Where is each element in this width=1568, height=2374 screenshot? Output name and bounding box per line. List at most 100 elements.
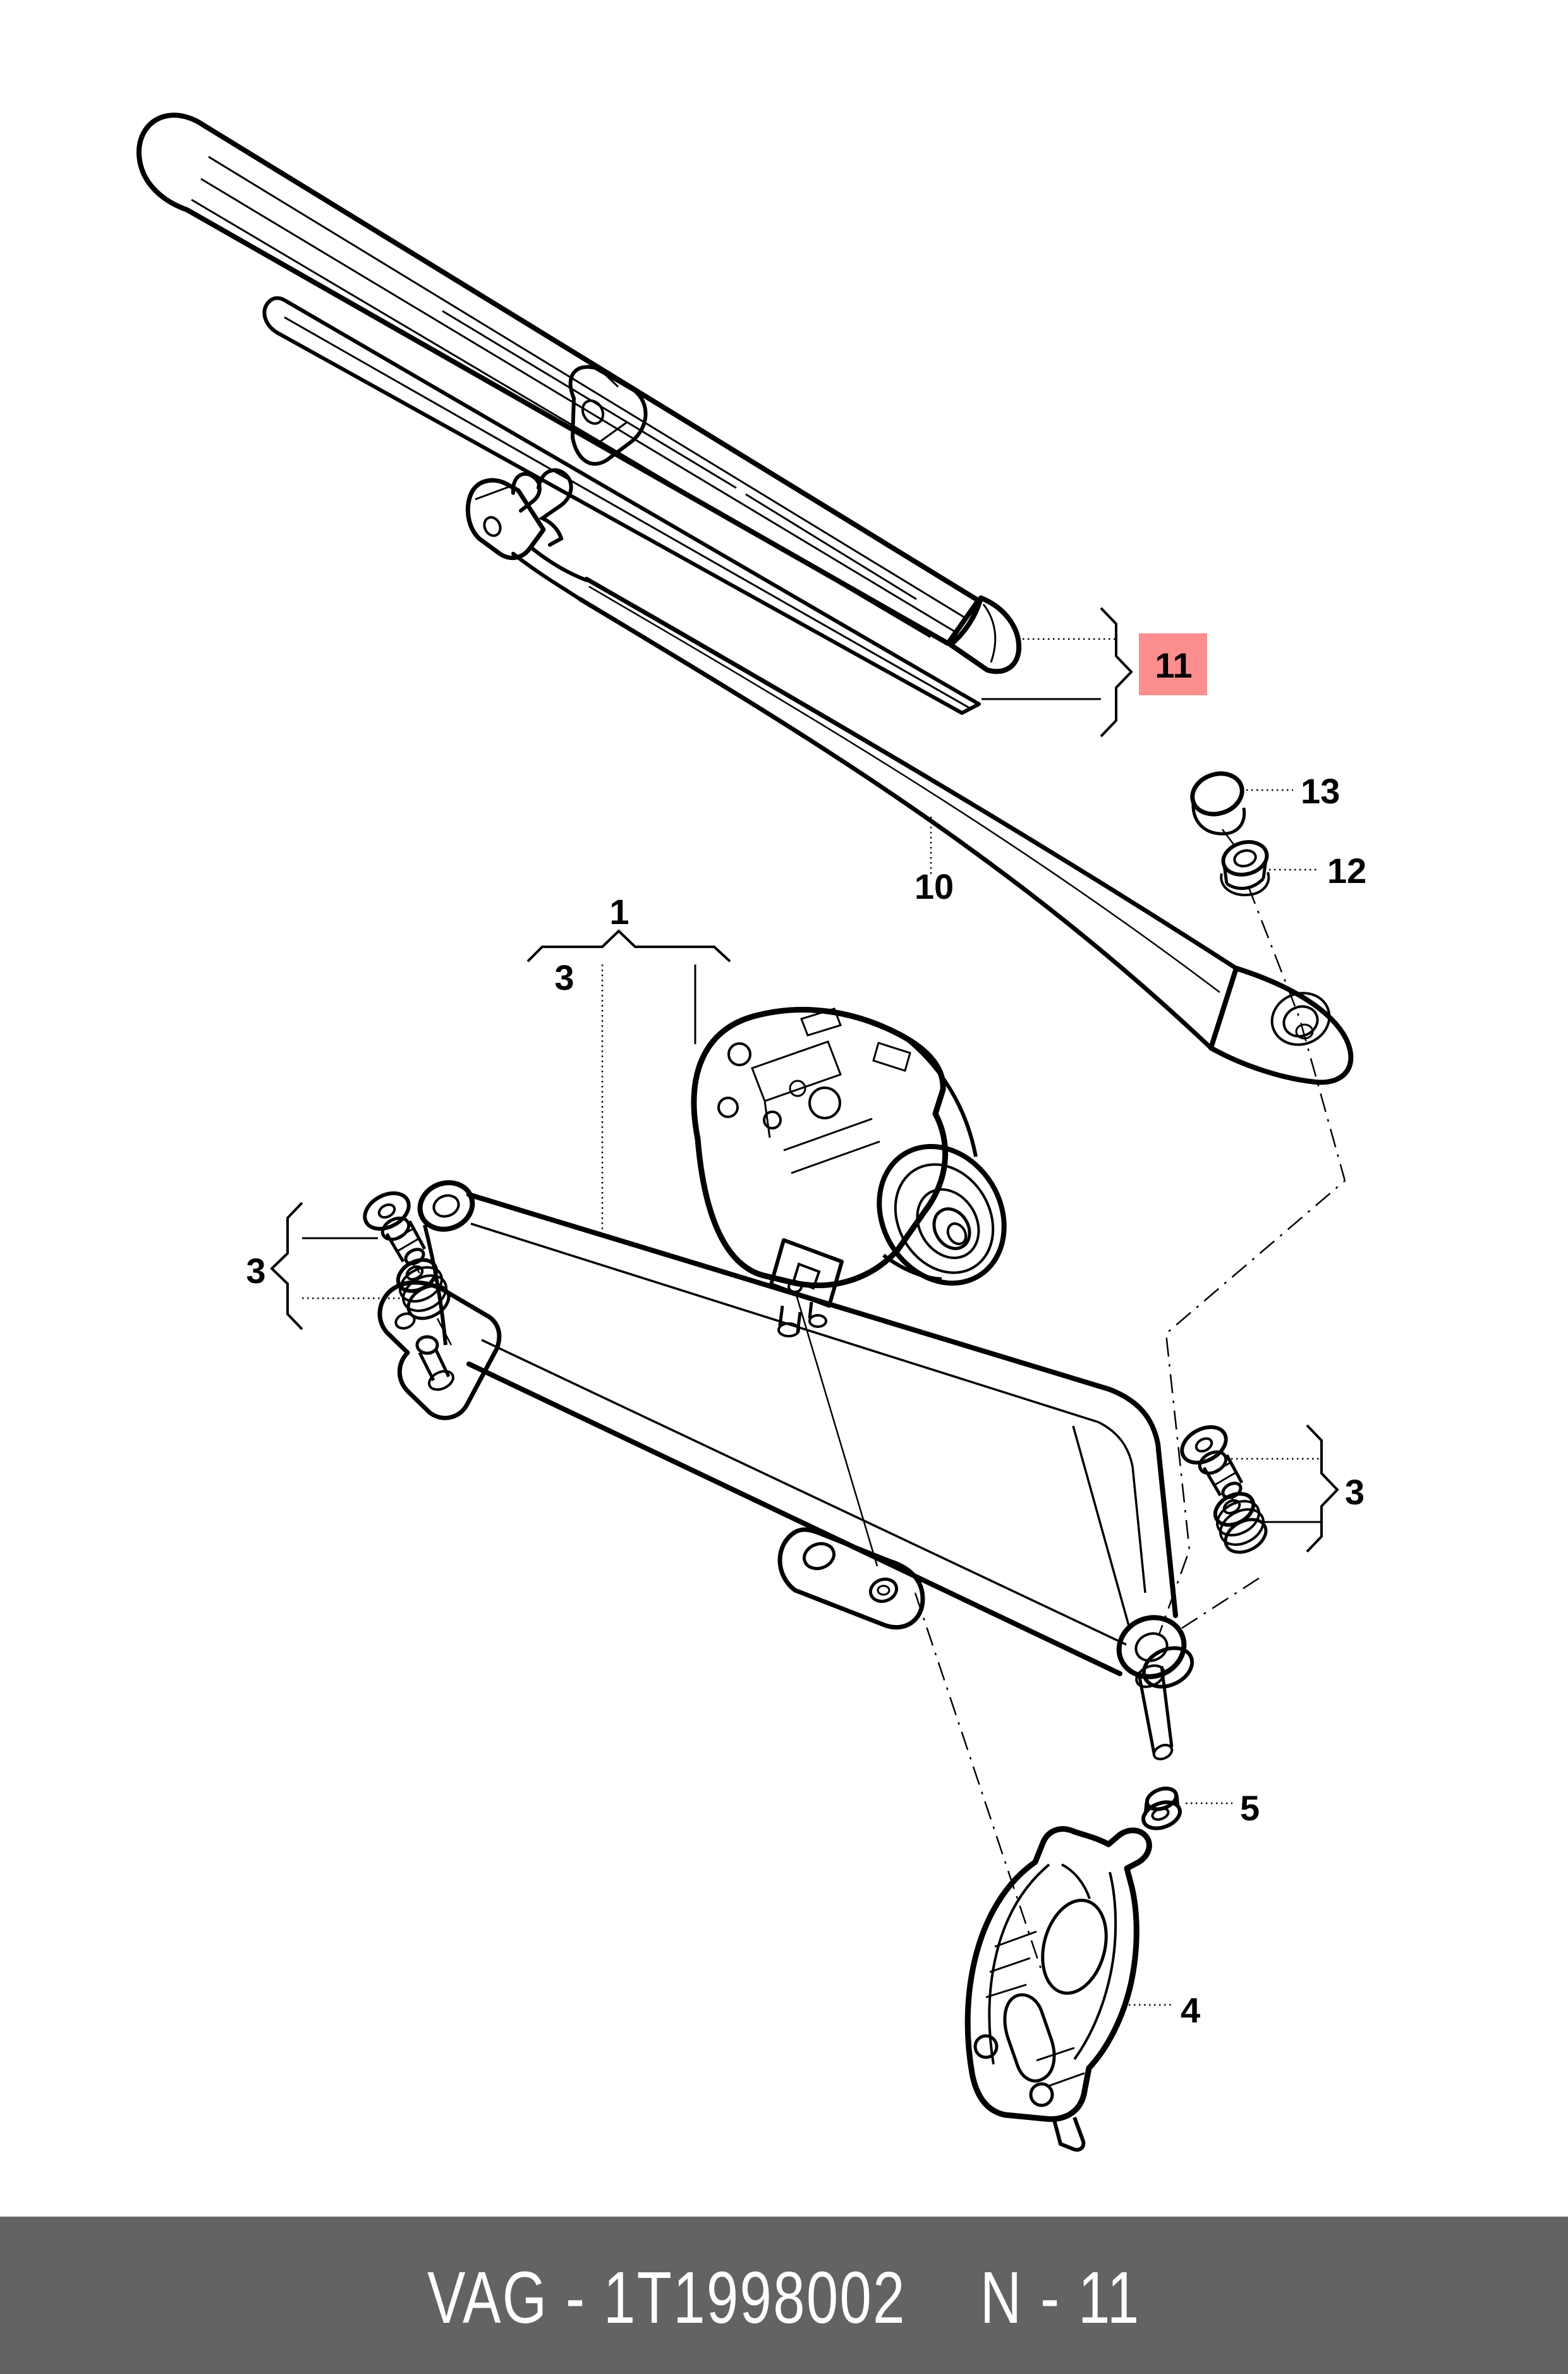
screw-threads <box>1207 1461 1236 1487</box>
grommet-to-frame-dashdot-right <box>1181 1577 1260 1629</box>
callout-leaders <box>270 607 1339 2006</box>
grommet-ridge-1 <box>399 1266 443 1303</box>
nut-top <box>1221 840 1269 877</box>
footer-bar: VAG - 1T1998002 N - 11 <box>0 2217 1568 2374</box>
blade-clip-detail <box>595 372 628 446</box>
grommet-ridge-1 <box>1216 1500 1260 1537</box>
blade-end-cap-line <box>982 604 997 663</box>
screw-threads <box>390 1227 419 1253</box>
frame-to-bracket-dashdot <box>914 1592 1043 1971</box>
screw-to-grommet-line-left <box>411 1262 420 1274</box>
wiper-motor <box>691 1006 1007 1337</box>
arm-pivot-ring-inner <box>1282 1005 1319 1038</box>
screw-washer-hole <box>377 1203 396 1219</box>
frame-left-eyelet-hole <box>432 1194 460 1218</box>
linkage-frame <box>377 1180 1194 1761</box>
frame-output-pin <box>1137 1665 1174 1754</box>
bushing-flange <box>1141 1800 1182 1830</box>
hex-nut <box>1220 840 1270 897</box>
frame-crank-plate <box>777 1527 925 1630</box>
motor-connector <box>769 1238 844 1308</box>
callout-12[interactable]: 12 <box>1327 851 1366 891</box>
screw-washer <box>363 1191 411 1231</box>
nut-sides <box>1222 859 1268 891</box>
frame-rails <box>466 1192 1122 1676</box>
frame-output-pin-tip <box>1152 1743 1174 1761</box>
screw-washer <box>1180 1425 1228 1465</box>
crank-link-line <box>794 1290 878 1567</box>
brace-11 <box>1100 607 1133 738</box>
wiper-refill-strip <box>262 296 981 715</box>
cap-dome <box>1190 771 1244 817</box>
blade-body <box>136 113 981 646</box>
motor-boss-circle <box>808 1087 841 1119</box>
fastener-set-left <box>363 1191 451 1320</box>
wiper-arm <box>465 468 1354 1085</box>
frame-output-bearing <box>1141 1646 1194 1689</box>
brace-1 <box>526 929 731 963</box>
motor-top-tabs <box>800 1007 911 1072</box>
arm-neck <box>511 545 588 601</box>
callout-1[interactable]: 1 <box>609 892 629 932</box>
motor-stud-tip-1 <box>777 1322 800 1337</box>
grommet-to-pivot-line-left <box>436 1318 453 1346</box>
bracket-outline <box>964 1826 1152 2122</box>
callout-11[interactable]: 11 <box>1155 645 1192 685</box>
motor-screw-hole-1 <box>727 1042 751 1066</box>
arm-hook-head <box>465 478 546 560</box>
motor-can-ring2 <box>916 1188 980 1260</box>
frame-right-side-inner <box>1098 1421 1146 1593</box>
footer-page-ref: N - 11 <box>980 2256 1141 2339</box>
motor-housing <box>691 1006 949 1289</box>
bracket-oval-hole <box>1041 1898 1108 1995</box>
grommet-bottom <box>406 1284 451 1320</box>
screw-shank <box>385 1220 427 1263</box>
grommet-ridge-2 <box>1219 1508 1265 1546</box>
motor-screw-hole-2 <box>717 1097 739 1118</box>
callout-10[interactable]: 10 <box>915 867 954 906</box>
callout-13[interactable]: 13 <box>1301 771 1340 811</box>
footer-text: VAG - 1T1998002 N - 11 <box>427 2251 1140 2340</box>
bushing-hole <box>1151 1807 1170 1821</box>
arm-shaft-midline <box>588 585 1220 993</box>
motor-can-end <box>877 1143 1007 1286</box>
frame-right-side <box>1107 1387 1178 1618</box>
callout-5[interactable]: 5 <box>1240 1788 1260 1828</box>
grommet-bottom <box>1224 1518 1268 1554</box>
bracket-bolt-hole-2 <box>1029 2082 1054 2107</box>
arm-hook-hole <box>483 516 502 537</box>
motor-housing-window <box>751 1040 880 1174</box>
blade-end-cap <box>948 595 1022 674</box>
bracket-hatch-lines <box>985 1930 1085 2087</box>
highlight-box-11[interactable] <box>1139 633 1207 695</box>
nut-hole <box>1233 849 1257 868</box>
callout-3-top[interactable]: 3 <box>554 958 574 997</box>
blade-clip <box>568 365 648 466</box>
arm-shaft <box>578 576 1239 1050</box>
blade-detail-lines <box>191 155 966 638</box>
screw-shank <box>1202 1454 1244 1497</box>
callout-3-right[interactable]: 3 <box>1345 1472 1364 1512</box>
arm-pivot-head <box>1208 966 1354 1085</box>
motor-stud-tip-2 <box>808 1314 827 1328</box>
callout-4[interactable]: 4 <box>1181 1990 1200 2030</box>
crank-plate-hole-inner <box>877 1585 890 1596</box>
callout-3-left[interactable]: 3 <box>246 1251 265 1291</box>
wiper-blade <box>136 113 1022 674</box>
bracket-foot <box>1052 2116 1086 2152</box>
assembly-alignment-lines <box>411 829 1346 1971</box>
arm-pivot-ring-outer <box>1270 992 1331 1046</box>
crank-plate-hole-left <box>803 1542 836 1571</box>
brace-3-left <box>270 1202 303 1330</box>
grommet-ridge-2 <box>402 1274 447 1312</box>
frame-ball-stud-base <box>428 1370 454 1391</box>
bracket-bolt-hole-1 <box>973 2034 999 2059</box>
fastener-set-right <box>1180 1425 1268 1554</box>
motor-screw-hole-3 <box>763 1111 782 1129</box>
blade-clip-hole <box>581 399 605 425</box>
frame-right-eyelet-hole <box>1134 1632 1169 1662</box>
frame-left-eyelet <box>417 1180 475 1232</box>
brace-3-right <box>1306 1424 1339 1553</box>
cap-to-nut-line <box>1222 829 1234 845</box>
